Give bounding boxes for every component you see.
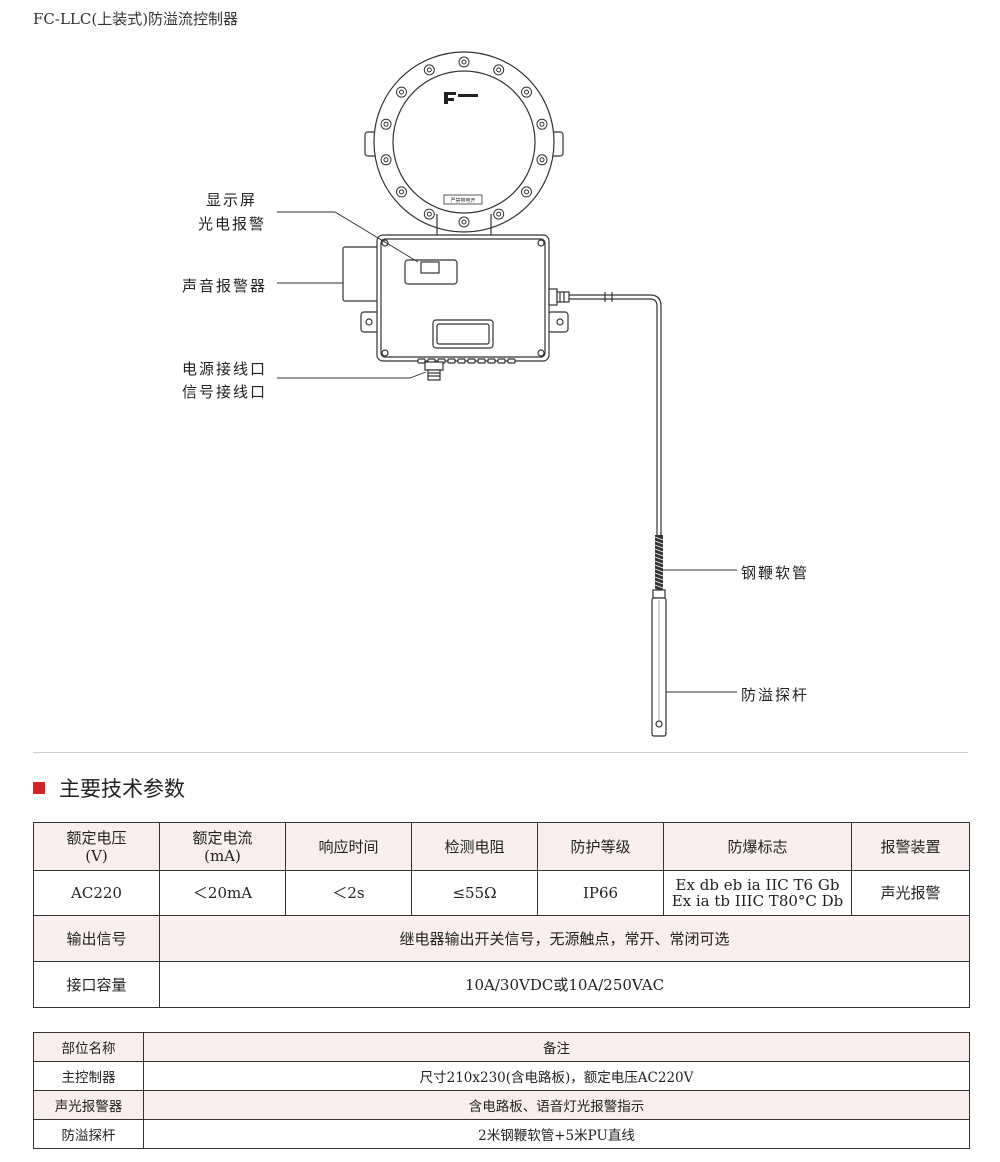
label-photo-alarm: 光电报警 xyxy=(198,215,267,233)
side-gland xyxy=(556,291,570,303)
page-title: FC-LLC(上装式)防溢流控制器 xyxy=(33,10,239,28)
spec-header-cell: 响应时间 xyxy=(285,822,412,871)
output-signal-value: 继电器输出开关信号，无源触点，常开、常闭可选 xyxy=(159,915,970,962)
terminal-bump xyxy=(447,358,456,364)
parts-header-note: 备注 xyxy=(143,1032,970,1062)
spec-value-cell: 声光报警 xyxy=(851,870,970,916)
label-display-screen: 显示屏 xyxy=(206,191,258,209)
warning-plate-text: 严禁带电开 xyxy=(450,197,475,204)
hose-upper xyxy=(569,294,662,535)
parts-table: 部位名称 备注 主控制器 尺寸210x230(含电路板)，额定电压AC220V … xyxy=(33,1032,970,1149)
parts-row-note: 含电路板、语音灯光报警指示 xyxy=(143,1090,970,1120)
spec-value-cell: AC220 xyxy=(33,870,160,916)
product-diagram: 严禁带电开 xyxy=(277,51,737,737)
spec-value-cell: ＜2s xyxy=(285,870,412,916)
leader-display xyxy=(277,211,419,263)
spec-value-cell: ＜20mA xyxy=(159,870,286,916)
label-sound-alarm: 声音报警器 xyxy=(182,277,268,295)
parts-row-name: 声光报警器 xyxy=(33,1090,144,1120)
terminal-bump xyxy=(467,358,476,364)
section-header: 主要技术参数 xyxy=(33,773,185,803)
parts-row-name: 防溢探杆 xyxy=(33,1119,144,1149)
spec-header-cell: 防护等级 xyxy=(537,822,664,871)
parts-row-note: 2米钢鞭软管+5米PU直线 xyxy=(143,1119,970,1149)
terminal-bump xyxy=(497,358,506,364)
main-enclosure xyxy=(376,234,550,362)
spec-header-cell: 额定电流(mA) xyxy=(159,822,286,871)
display-panel xyxy=(404,259,458,285)
parts-row-note: 尺寸210x230(含电路板)，额定电压AC220V xyxy=(143,1061,970,1091)
spec-header-cell: 检测电阻 xyxy=(411,822,538,871)
leader-ports xyxy=(277,371,427,379)
terminal-bump xyxy=(457,358,466,364)
parts-row-name: 主控制器 xyxy=(33,1061,144,1091)
spec-header-cell: 防爆标志 xyxy=(663,822,852,871)
interface-capacity-value: 10A/30VDC或10A/250VAC xyxy=(159,961,970,1008)
divider xyxy=(33,752,968,753)
spec-value-cell: IP66 xyxy=(537,870,664,916)
output-signal-label: 输出信号 xyxy=(33,915,160,962)
label-probe-rod: 防溢探杆 xyxy=(741,686,810,704)
flange-outer xyxy=(373,51,555,233)
spec-header-cell: 额定电压(V) xyxy=(33,822,160,871)
terminal-bump xyxy=(487,358,496,364)
warning-plate xyxy=(443,194,483,205)
terminal-bump xyxy=(477,358,486,364)
flange-window xyxy=(392,70,536,214)
enclosure-plate xyxy=(432,319,494,349)
sound-alarm-box xyxy=(342,246,380,302)
brand-logo xyxy=(444,92,456,104)
terminal-bump xyxy=(507,358,516,364)
terminal-bump xyxy=(417,358,426,364)
interface-capacity-label: 接口容量 xyxy=(33,961,160,1008)
label-power-port: 电源接线口 xyxy=(182,360,268,378)
spec-table: 额定电压(V) 额定电流(mA) 响应时间 检测电阻 防护等级 防爆标志 报警装… xyxy=(33,822,970,1008)
cable-gland xyxy=(427,369,441,381)
spec-header-cell: 报警装置 xyxy=(851,822,970,871)
label-steel-hose: 钢鞭软管 xyxy=(741,564,810,582)
section-title: 主要技术参数 xyxy=(59,777,185,801)
label-signal-port: 信号接线口 xyxy=(182,383,268,401)
display-screen xyxy=(420,261,440,274)
spec-value-cell: ≤55Ω xyxy=(411,870,538,916)
parts-header-name: 部位名称 xyxy=(33,1032,144,1062)
section-marker xyxy=(33,782,45,794)
